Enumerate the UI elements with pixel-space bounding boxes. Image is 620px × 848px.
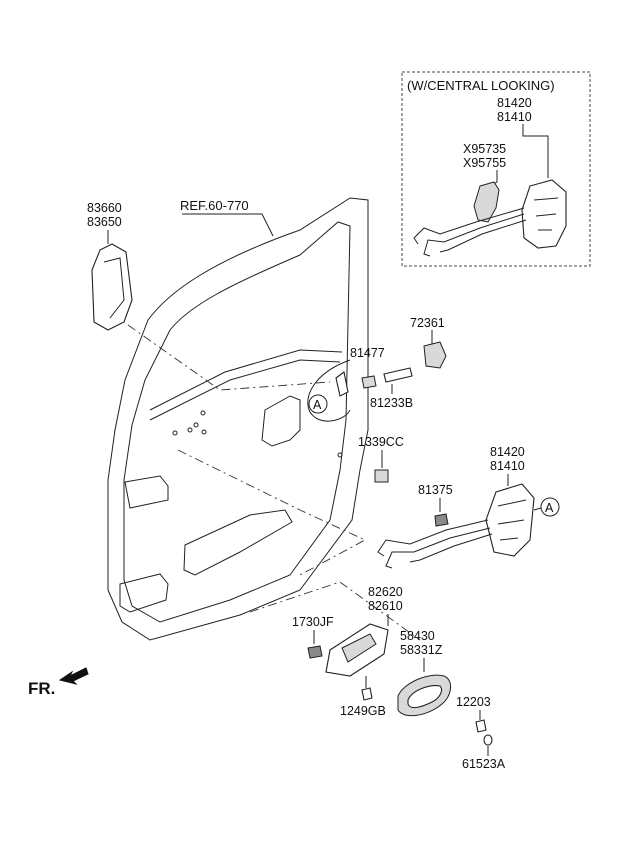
latch-mount-group: A 81477 72361 81233B 1339CC [307,316,447,483]
inset-part-x95735: X95735 [463,142,506,156]
part-1249gb: 1249GB [340,704,386,718]
cap-61523a-icon [483,734,493,746]
door-inner-outline [123,221,351,623]
latch-assembly-group: 81420 81410 A 81375 [177,445,560,576]
inset-part-81420: 81420 [497,96,532,110]
ref-label: REF.60-770 [180,198,249,213]
callout-a-right [540,497,560,517]
part-58430: 58430 [400,629,435,643]
part-83650: 83650 [87,215,122,229]
door-outer-outline [107,197,369,641]
inset-dashed-border [401,71,591,267]
striker-72361-icon [423,341,447,369]
part-81420: 81420 [490,445,525,459]
inset-part-81410: 81410 [497,110,532,124]
ref-leader [182,213,274,237]
part-81410: 81410 [490,459,525,473]
latch-cable-1 [377,519,489,557]
screw-12203-icon [475,719,487,733]
inset-latch-icon [521,179,567,249]
door-latch-icon [485,483,535,557]
outside-handle-icon [91,243,133,331]
clip-1730jf-icon [307,645,323,659]
inset-cable-1 [413,207,525,245]
front-direction-indicator: FR. [28,667,89,698]
callout-a-left-letter: A [313,398,322,412]
part-81233b: 81233B [370,396,413,410]
inside-handle-group: 82620 82610 1730JF 1249GB 58430 58331Z 1… [249,581,506,771]
inset-latch-leader [522,124,549,178]
callout-a-right-letter: A [545,501,554,515]
door-speaker-opening [261,395,301,447]
callout-a-left [308,394,328,414]
rear-door-frame [107,197,369,641]
central-locking-inset: (W/CENTRAL LOOKING) 81420 81410 X95735 X… [401,71,591,267]
inset-actuator-icon [473,181,500,223]
front-arrow-icon [58,667,89,685]
part-1339cc: 1339CC [358,435,404,449]
inset-title: (W/CENTRAL LOOKING) [407,78,555,93]
part-12203: 12203 [456,695,491,709]
outside-handle-group: 83660 83650 [87,201,331,391]
bolt-81477-icon [361,375,377,389]
clip-1339cc-icon [374,469,389,483]
part-1730jf: 1730JF [292,615,334,629]
door-armrest [183,509,293,576]
part-81375: 81375 [418,483,453,497]
part-83660: 83660 [87,201,122,215]
latch-cable-2 [385,527,491,569]
part-72361: 72361 [410,316,445,330]
part-61523a: 61523A [462,757,506,771]
bolt-81233b-icon [383,367,413,383]
front-label: FR. [28,679,55,698]
part-58331z: 58331Z [400,643,443,657]
latch-mount-outline [307,359,351,422]
part-82620: 82620 [368,585,403,599]
screw-1249gb-icon [361,687,373,701]
inset-part-x95755: X95755 [463,156,506,170]
part-81477: 81477 [350,346,385,360]
part-82610: 82610 [368,599,403,613]
cable-clip-81375-icon [434,513,449,527]
inset-cable-2 [423,213,525,257]
